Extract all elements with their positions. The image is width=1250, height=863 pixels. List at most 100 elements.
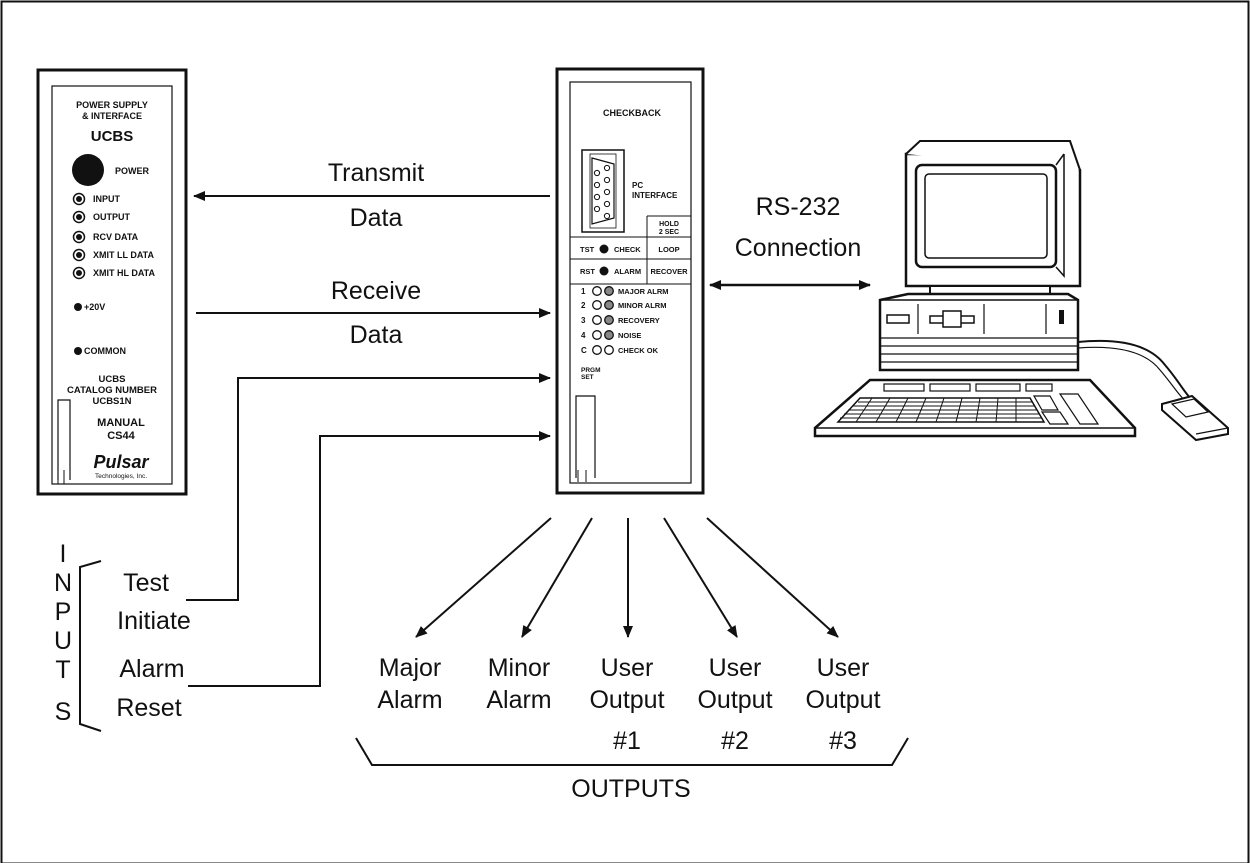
status-led-icon xyxy=(604,345,614,355)
inputs-letter: I xyxy=(60,540,67,568)
output-line1: User xyxy=(601,654,654,682)
transmit-label-line2: Data xyxy=(350,204,403,232)
output-arrow-user-3 xyxy=(706,517,839,638)
inputs-letter: P xyxy=(55,598,72,626)
status-row-num: 2 xyxy=(581,301,586,310)
pulsar-logo-subtitle: Technologies, Inc. xyxy=(95,473,147,480)
outputs-bracket xyxy=(355,737,909,766)
status-row-c: C CHECK OK xyxy=(581,345,659,355)
status-row-label: MAJOR ALRM xyxy=(618,287,669,296)
status-led-icon xyxy=(604,300,614,310)
output-line3: #3 xyxy=(829,727,857,755)
status-row-label: CHECK OK xyxy=(618,346,659,355)
alarm-reset-label-line2: Reset xyxy=(116,694,181,722)
led-label: XMIT HL DATA xyxy=(93,268,155,278)
check-label: CHECK xyxy=(614,245,641,254)
output-line1: User xyxy=(709,654,762,682)
plus20v-terminal-icon xyxy=(74,303,82,311)
prgm-label: PRGM xyxy=(581,367,601,374)
output-arrow-major-alarm xyxy=(415,517,552,638)
output-major-alarm: Major Alarm xyxy=(377,654,442,714)
pc-interface-line2: INTERFACE xyxy=(632,191,678,200)
hold-label-line2: 2 SEC xyxy=(659,229,679,236)
manual-line1: MANUAL xyxy=(97,417,145,429)
led-label: RCV DATA xyxy=(93,232,139,242)
output-arrow-user-2 xyxy=(663,517,738,638)
output-user-2: User Output #2 xyxy=(697,654,772,755)
status-row-label: MINOR ALRM xyxy=(618,301,666,310)
check-button[interactable] xyxy=(599,244,609,254)
plus20v-label: +20V xyxy=(84,302,105,312)
rst-label: RST xyxy=(580,267,595,276)
status-led-icon xyxy=(592,315,602,325)
output-line2: Output xyxy=(805,686,880,714)
alarm-reset-button[interactable] xyxy=(599,266,609,276)
receive-label-line1: Receive xyxy=(331,277,421,305)
status-row-label: RECOVERY xyxy=(618,316,660,325)
alarm-reset-line xyxy=(188,431,551,687)
tst-label: TST xyxy=(580,245,595,254)
manual-line2: CS44 xyxy=(107,430,135,442)
ucbs-header-line1: POWER SUPPLY xyxy=(76,100,148,110)
status-led-icon xyxy=(604,286,614,296)
output-line1: Major xyxy=(379,654,442,682)
status-led-icon xyxy=(604,330,614,340)
output-user-3: User Output #3 xyxy=(805,654,880,755)
test-label-line2: Initiate xyxy=(117,607,191,635)
output-minor-alarm: Minor Alarm xyxy=(486,654,551,714)
led-label: OUTPUT xyxy=(93,212,131,222)
power-button[interactable] xyxy=(72,154,104,186)
catalog-line1: UCBS xyxy=(99,374,126,385)
inputs-vertical-label: I N P U T S xyxy=(54,540,72,726)
ucbs-led-xmit-ll-data: XMIT LL DATA xyxy=(72,248,154,262)
status-led-icon xyxy=(592,300,602,310)
status-led-icon xyxy=(592,286,602,296)
led-label: XMIT LL DATA xyxy=(93,250,154,260)
power-label: POWER xyxy=(115,166,150,176)
computer-icon xyxy=(813,140,1229,442)
status-row-4: 4 NOISE xyxy=(581,330,641,340)
inputs-letter: S xyxy=(55,698,72,726)
recover-label: RECOVER xyxy=(650,267,688,276)
output-line3: #1 xyxy=(613,727,641,755)
rs232-label-line2: Connection xyxy=(735,234,861,262)
loop-label: LOOP xyxy=(658,245,679,254)
ucbs-header-line2: & INTERFACE xyxy=(82,111,142,121)
checkback-card-handle xyxy=(575,395,596,478)
checkback-handle-slot xyxy=(577,470,587,482)
test-label-line1: Test xyxy=(123,569,169,597)
status-led-icon xyxy=(592,330,602,340)
pc-interface-line1: PC xyxy=(632,181,643,190)
hold-label-line1: HOLD xyxy=(659,221,679,228)
db9-connector-icon xyxy=(581,149,625,233)
status-row-num: C xyxy=(581,346,587,355)
rs232-label-line1: RS-232 xyxy=(756,193,841,221)
output-line1: Minor xyxy=(488,654,551,682)
checkback-module: CHECKBACK PC INTERFACE HOLD 2 SEC xyxy=(555,67,705,495)
status-row-1: 1 MAJOR ALRM xyxy=(581,286,669,296)
output-arrow-minor-alarm xyxy=(521,517,593,638)
ucbs-led-input: INPUT xyxy=(72,192,121,206)
status-row-num: 1 xyxy=(581,287,586,296)
ucbs-led-xmit-hl-data: XMIT HL DATA xyxy=(72,266,155,280)
transmit-label-line1: Transmit xyxy=(328,159,424,187)
output-line2: Alarm xyxy=(377,686,442,714)
status-led-icon xyxy=(604,315,614,325)
checkback-faceplate xyxy=(569,81,692,484)
common-label: COMMON xyxy=(84,346,126,356)
pulsar-logo: Pulsar xyxy=(93,452,149,472)
alarm-label: ALARM xyxy=(614,267,641,276)
output-line2: Alarm xyxy=(486,686,551,714)
catalog-line3: UCBS1N xyxy=(92,396,131,407)
common-terminal-icon xyxy=(74,347,82,355)
receive-label-line2: Data xyxy=(350,321,403,349)
status-led-icon xyxy=(592,345,602,355)
ucbs-module: POWER SUPPLY & INTERFACE UCBS POWER INPU… xyxy=(36,68,188,496)
ucbs-title: UCBS xyxy=(91,128,134,145)
inputs-letter: T xyxy=(55,656,70,684)
ucbs-card-handle xyxy=(57,399,71,480)
ucbs-led-rcv-data: RCV DATA xyxy=(72,230,139,244)
checkback-control-grid xyxy=(570,215,691,285)
ucbs-handle-slot xyxy=(57,470,65,484)
